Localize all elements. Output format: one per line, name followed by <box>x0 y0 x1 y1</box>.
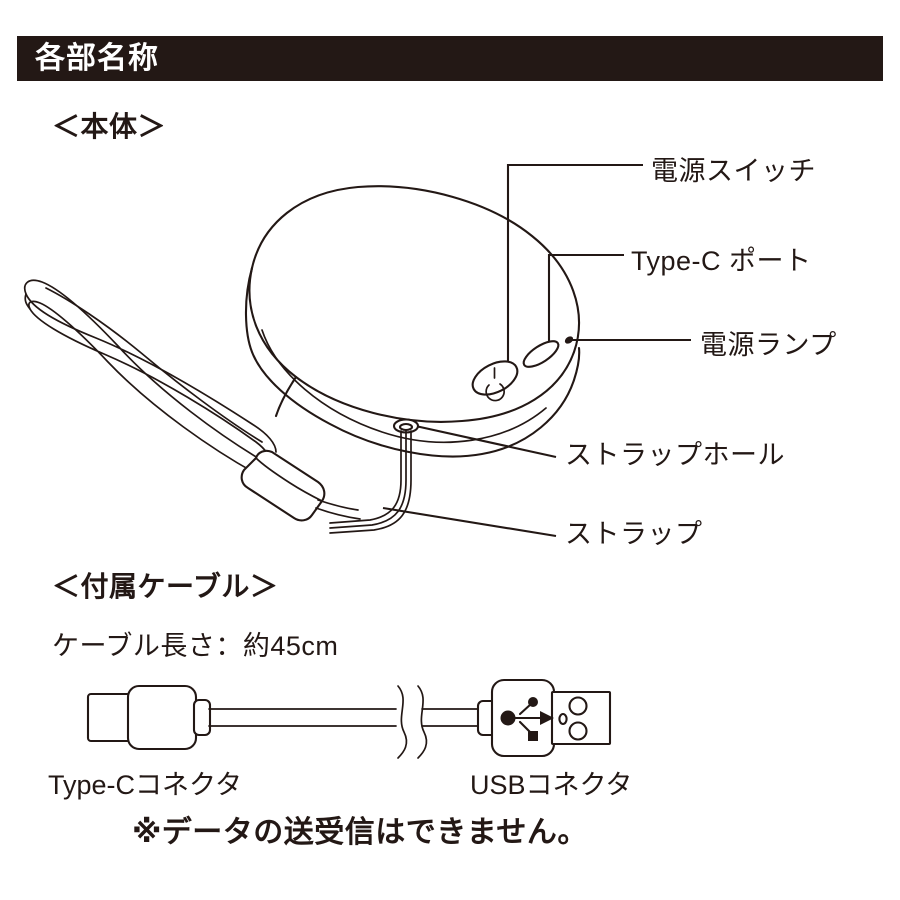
callout-label-strap: ストラップ <box>565 519 703 549</box>
strap-cord <box>329 430 412 534</box>
lanyard-strap <box>23 279 277 481</box>
usb-connector <box>476 678 612 758</box>
callout-label-power-switch: 電源スイッチ <box>651 156 816 186</box>
leader-line-strap-hole <box>410 423 557 459</box>
subheading-main-unit: ＜本体＞ <box>52 111 167 142</box>
power-switch-button <box>471 360 519 402</box>
caption-usb-connector: USBコネクタ <box>470 770 633 800</box>
callout-label-power-lamp: 電源ランプ <box>700 330 837 360</box>
note-no-data-transfer: ※データの送受信はできません。 <box>132 816 588 849</box>
strap-hole <box>392 418 420 434</box>
callout-label-typec-port: Type-C ポート <box>631 246 812 276</box>
typec-connector <box>86 684 212 751</box>
page-title: 各部名称 <box>35 41 159 75</box>
device-body <box>244 185 581 458</box>
leader-line-strap <box>382 506 557 538</box>
cable-break-marker <box>397 685 428 759</box>
leader-line-power-switch <box>506 163 643 378</box>
section-header-bar: 各部名称 <box>17 36 883 81</box>
usb-trident-icon <box>500 697 554 741</box>
callout-label-strap-hole: ストラップホール <box>565 440 785 470</box>
caption-typec-connector: Type-Cコネクタ <box>48 770 242 800</box>
typec-port-slot <box>522 340 560 368</box>
leader-line-typec-port <box>547 253 624 349</box>
cable-run-right <box>421 708 482 727</box>
lanyard-clip-block <box>240 449 326 522</box>
power-lamp-indicator <box>564 336 574 344</box>
cable-length-text: ケーブル長さ：約45cm <box>52 631 339 661</box>
subheading-included-cable: ＜付属ケーブル＞ <box>52 571 279 602</box>
lanyard-cord-tail <box>315 499 361 520</box>
cable-run-left <box>208 708 397 727</box>
